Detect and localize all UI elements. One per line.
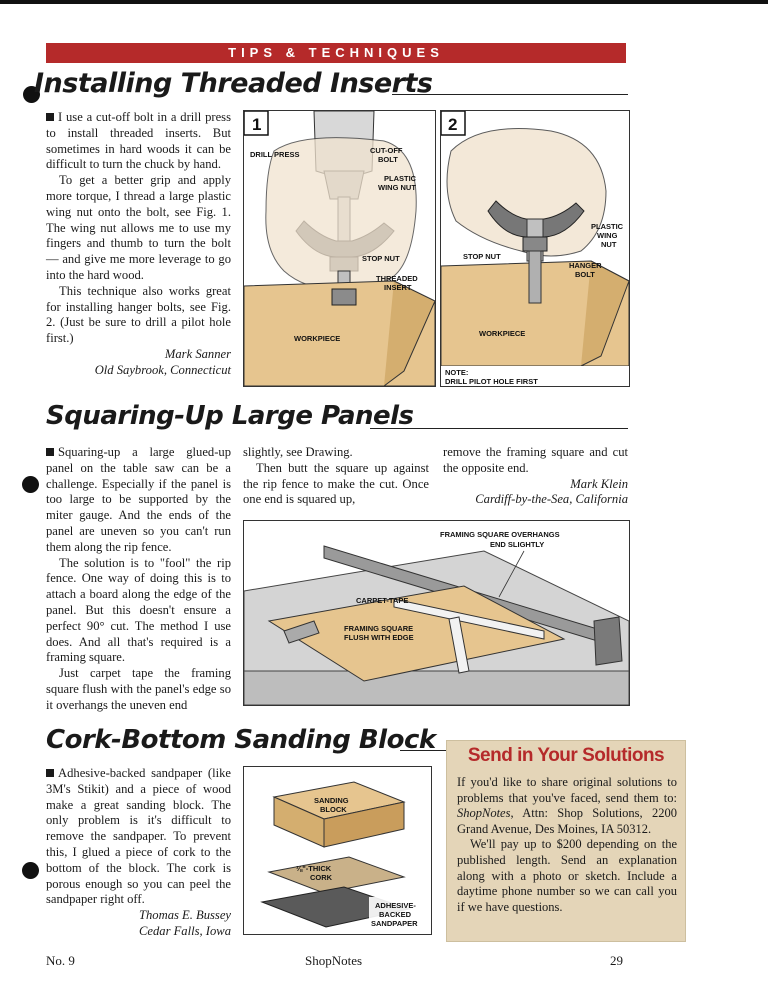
label-hanger-bolt: HANGER: [569, 261, 602, 270]
label-sanding-block: SANDING: [314, 796, 349, 805]
article-body: Adhesive-backed sandpaper (like 3M's Sti…: [46, 766, 231, 940]
label-cork: ⅛"-THICK: [296, 864, 332, 873]
author-name: Mark Klein: [570, 476, 628, 491]
label-workpiece: WORKPIECE: [294, 334, 340, 343]
label-framing-square-overhangs: FRAMING SQUARE OVERHANGS: [440, 530, 560, 539]
author-name: Mark Sanner: [164, 346, 231, 361]
label-framing-square-flush-2: FLUSH WITH EDGE: [344, 633, 414, 642]
paragraph: Then butt the square up against the rip …: [243, 460, 429, 507]
paragraph: To get a better grip and apply more torq…: [46, 173, 231, 282]
binder-hole-bottom: [22, 862, 39, 879]
paragraph: Squaring-up a large glued-up panel on th…: [46, 445, 231, 554]
figure-1-illustration: 1 DRILL PRESS CUT-OFF BOLT PLASTIC WING …: [244, 111, 435, 386]
article-body-col-2: slightly, see Drawing. Then butt the squ…: [243, 445, 429, 508]
bullet-square: [46, 769, 54, 777]
binder-hole-middle: [22, 476, 39, 493]
paragraph: I use a cut-off bolt in a drill press to…: [46, 110, 231, 172]
label-stop-nut: STOP NUT: [463, 252, 501, 261]
label-hanger-bolt-2: BOLT: [575, 270, 595, 279]
sanding-block-illustration: SANDING BLOCK ⅛"-THICK CORK ADHESIVE- BA…: [260, 781, 429, 933]
label-sanding-block-2: BLOCK: [320, 805, 347, 814]
label-threaded-insert-2: INSERT: [384, 283, 412, 292]
magazine-name: ShopNotes: [305, 953, 363, 968]
table-saw-illustration: FRAMING SQUARE OVERHANGS END SLIGHTLY CA…: [244, 530, 629, 705]
article-title: Installing Threaded Inserts: [34, 68, 433, 99]
paragraph: Adhesive-backed sandpaper (like 3M's Sti…: [46, 766, 231, 907]
paragraph: slightly, see Drawing.: [243, 445, 353, 459]
table-saw-drawing: FRAMING SQUARE OVERHANGS END SLIGHTLY CA…: [243, 520, 630, 706]
top-rule: [0, 0, 768, 4]
label-drill-press: DRILL PRESS: [250, 150, 299, 159]
publication-name: ShopNotes: [457, 806, 511, 821]
label-adhesive-sandpaper: ADHESIVE-: [375, 901, 416, 910]
author-location: Cardiff-by-the-Sea, California: [475, 492, 628, 507]
label-adhesive-sandpaper-3: SANDPAPER: [371, 919, 418, 928]
figure-1: 1 DRILL PRESS CUT-OFF BOLT PLASTIC WING …: [243, 110, 436, 387]
figure-2-number: 2: [448, 115, 457, 134]
label-cutoff-bolt-2: BOLT: [378, 155, 398, 164]
sidebar-title: Send in Your Solutions: [467, 745, 665, 766]
author-location: Cedar Falls, Iowa: [138, 923, 231, 938]
figure-1-number: 1: [252, 115, 261, 134]
title-rule: [370, 428, 628, 429]
title-rule: [392, 94, 628, 95]
sidebar-body: If you'd like to share original solution…: [457, 775, 677, 915]
page-number: 29: [610, 953, 623, 968]
label-plastic-wing-nut-2: WING: [597, 231, 618, 240]
label-stop-nut: STOP NUT: [362, 254, 400, 263]
issue-number: No. 9: [46, 953, 75, 968]
note-title: NOTE:: [445, 368, 468, 377]
label-adhesive-sandpaper-2: BACKED: [379, 910, 412, 919]
article-body-col-1: Squaring-up a large glued-up panel on th…: [46, 445, 231, 714]
title-rule: [400, 750, 446, 751]
sidebar-text: We'll pay up to $200 depending on the pu…: [457, 837, 677, 914]
figure-2-illustration: 2 PLASTIC WING NUT STOP NUT HANGER BOLT …: [441, 111, 629, 386]
label-plastic-wing-nut: PLASTIC: [384, 174, 417, 183]
label-plastic-wing-nut-3: NUT: [601, 240, 617, 249]
label-threaded-insert: THREADED: [376, 274, 418, 283]
label-cork-2: CORK: [310, 873, 333, 882]
article-body-col-3: remove the framing square and cut the op…: [443, 445, 628, 508]
binder-hole-top: [23, 86, 40, 103]
label-cutoff-bolt: CUT-OFF: [370, 146, 403, 155]
paragraph: remove the framing square and cut the op…: [443, 445, 628, 475]
sanding-block-drawing: SANDING BLOCK ⅛"-THICK CORK ADHESIVE- BA…: [243, 766, 432, 935]
label-carpet-tape: CARPET-TAPE: [356, 596, 408, 605]
label-plastic-wing-nut: PLASTIC: [591, 222, 624, 231]
article-body: I use a cut-off bolt in a drill press to…: [46, 110, 231, 379]
article-title: Cork-Bottom Sanding Block: [46, 725, 436, 755]
author-location: Old Saybrook, Connecticut: [94, 362, 231, 377]
send-solutions-sidebar: Send in Your Solutions If you'd like to …: [446, 740, 686, 942]
sidebar-text: , Attn: Shop Solutions, 2200 Grand Avenu…: [457, 806, 677, 836]
label-framing-square-flush: FRAMING SQUARE: [344, 624, 413, 633]
sidebar-text: If you'd like to share original solution…: [457, 775, 677, 805]
label-workpiece: WORKPIECE: [479, 329, 525, 338]
author-name: Thomas E. Bussey: [139, 908, 231, 923]
paragraph: This technique also works great for inst…: [46, 283, 231, 346]
bullet-square: [46, 113, 54, 121]
label-framing-square-overhangs-2: END SLIGHTLY: [490, 540, 544, 549]
section-banner: TIPS & TECHNIQUES: [46, 43, 626, 63]
bullet-square: [46, 448, 54, 456]
figure-2: 2 PLASTIC WING NUT STOP NUT HANGER BOLT …: [440, 110, 630, 387]
article-title: Squaring-Up Large Panels: [46, 401, 414, 431]
label-plastic-wing-nut-2: WING NUT: [378, 183, 416, 192]
paragraph: The solution is to "fool" the rip fence.…: [46, 555, 231, 665]
paragraph: Just carpet tape the framing square flus…: [46, 666, 231, 712]
note-text: DRILL PILOT HOLE FIRST: [445, 377, 538, 386]
